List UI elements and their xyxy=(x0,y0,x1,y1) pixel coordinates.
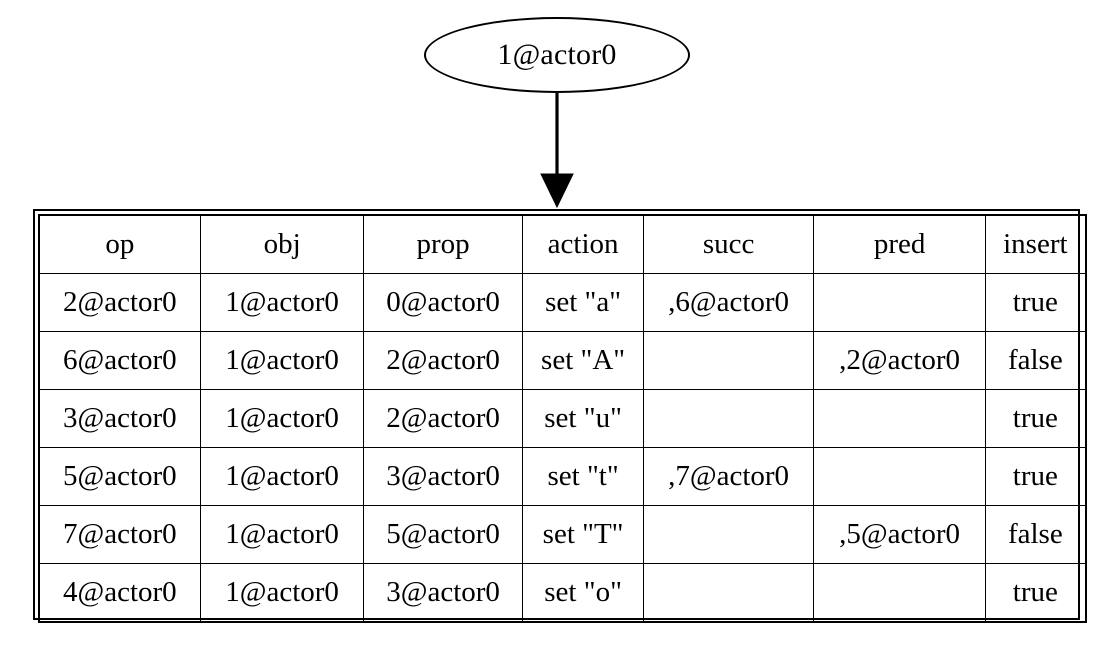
cell-succ: ,6@actor0 xyxy=(643,272,815,332)
column-header-insert: insert xyxy=(985,214,1087,274)
cell-action: set "u" xyxy=(522,388,645,448)
cell-succ: ,7@actor0 xyxy=(643,446,815,506)
cell-obj: 1@actor0 xyxy=(200,388,365,448)
cell-action: set "T" xyxy=(522,504,645,564)
cell-succ xyxy=(643,562,815,623)
cell-obj: 1@actor0 xyxy=(200,272,365,332)
cell-prop: 5@actor0 xyxy=(363,504,524,564)
cell-op: 6@actor0 xyxy=(38,330,202,390)
cell-op: 7@actor0 xyxy=(38,504,202,564)
cell-pred: ,5@actor0 xyxy=(813,504,987,564)
cell-insert: true xyxy=(985,446,1087,506)
cell-succ xyxy=(643,504,815,564)
cell-op: 3@actor0 xyxy=(38,388,202,448)
cell-pred xyxy=(813,272,987,332)
cell-prop: 0@actor0 xyxy=(363,272,524,332)
column-header-pred: pred xyxy=(813,214,987,274)
table-row[interactable]: 5@actor0 1@actor0 3@actor0 set "t" ,7@ac… xyxy=(38,446,1087,506)
table-row[interactable]: 6@actor0 1@actor0 2@actor0 set "A" ,2@ac… xyxy=(38,330,1087,390)
table-row[interactable]: 7@actor0 1@actor0 5@actor0 set "T" ,5@ac… xyxy=(38,504,1087,564)
cell-obj: 1@actor0 xyxy=(200,446,365,506)
cell-prop: 2@actor0 xyxy=(363,330,524,390)
cell-succ xyxy=(643,330,815,390)
cell-action: set "o" xyxy=(522,562,645,623)
cell-pred: ,2@actor0 xyxy=(813,330,987,390)
cell-prop: 2@actor0 xyxy=(363,388,524,448)
cell-pred xyxy=(813,446,987,506)
column-header-prop: prop xyxy=(363,214,524,274)
cell-insert: false xyxy=(985,330,1087,390)
column-header-succ: succ xyxy=(643,214,815,274)
cell-insert: false xyxy=(985,504,1087,564)
cell-obj: 1@actor0 xyxy=(200,504,365,564)
cell-succ xyxy=(643,388,815,448)
cell-insert: true xyxy=(985,562,1087,623)
cell-obj: 1@actor0 xyxy=(200,330,365,390)
arrowhead-icon xyxy=(540,173,574,209)
cell-action: set "t" xyxy=(522,446,645,506)
edge-node-to-table xyxy=(540,93,574,209)
cell-insert: true xyxy=(985,272,1087,332)
table-row[interactable]: 4@actor0 1@actor0 3@actor0 set "o" true xyxy=(38,562,1087,623)
table-row[interactable]: 2@actor0 1@actor0 0@actor0 set "a" ,6@ac… xyxy=(38,272,1087,332)
op-table-node[interactable]: op obj prop action succ pred insert 2@ac… xyxy=(33,209,1087,623)
column-header-obj: obj xyxy=(200,214,365,274)
cell-op: 4@actor0 xyxy=(38,562,202,623)
table-row[interactable]: 3@actor0 1@actor0 2@actor0 set "u" true xyxy=(38,388,1087,448)
column-header-action: action xyxy=(522,214,645,274)
cell-pred xyxy=(813,388,987,448)
node-label: 1@actor0 xyxy=(497,38,617,71)
cell-action: set "A" xyxy=(522,330,645,390)
cell-insert: true xyxy=(985,388,1087,448)
node-ellipse-actor[interactable]: 1@actor0 xyxy=(424,17,690,93)
cell-prop: 3@actor0 xyxy=(363,562,524,623)
table-header-row: op obj prop action succ pred insert xyxy=(38,214,1087,274)
cell-op: 2@actor0 xyxy=(38,272,202,332)
cell-prop: 3@actor0 xyxy=(363,446,524,506)
column-header-op: op xyxy=(38,214,202,274)
op-table: op obj prop action succ pred insert 2@ac… xyxy=(37,213,1087,623)
cell-action: set "a" xyxy=(522,272,645,332)
cell-op: 5@actor0 xyxy=(38,446,202,506)
cell-obj: 1@actor0 xyxy=(200,562,365,623)
cell-pred xyxy=(813,562,987,623)
